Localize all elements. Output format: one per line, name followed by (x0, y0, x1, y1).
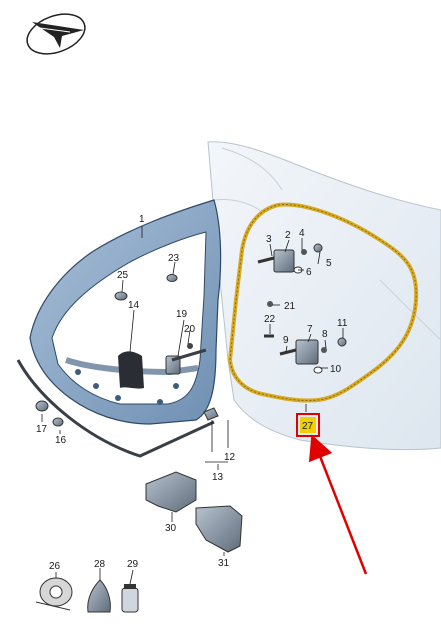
callout-3: 3 (266, 234, 272, 245)
callout-5: 5 (326, 258, 332, 269)
callout-31: 31 (218, 558, 230, 569)
trim-bracket-30 (145, 471, 197, 513)
upper-hinge-2 (257, 243, 323, 274)
adhesive-tape-roll-26 (35, 577, 73, 611)
plane-in-ellipse-logo-icon (26, 13, 86, 55)
callout-17: 17 (36, 424, 48, 435)
callout-28: 28 (94, 559, 106, 570)
leader-lines (41, 226, 344, 585)
plug-17 (35, 400, 49, 412)
callout-7: 7 (307, 324, 313, 335)
rear-door-1 (29, 199, 222, 425)
car-body-panel (207, 141, 441, 451)
callout-labels: 1 2 3 4 5 6 7 8 9 10 11 12 13 14 16 17 1… (36, 214, 348, 572)
callout-9: 9 (283, 335, 289, 346)
grommet-25 (114, 291, 128, 301)
callout-2: 2 (285, 230, 291, 241)
pointer-arrow (308, 434, 368, 575)
lower-hinge-7 (279, 337, 347, 374)
callout-20: 20 (184, 324, 196, 335)
callout-4: 4 (299, 228, 305, 239)
callout-30: 30 (165, 523, 177, 534)
callout-8: 8 (322, 329, 328, 340)
callout-14: 14 (128, 300, 140, 311)
callout-6: 6 (306, 267, 312, 278)
callout-16: 16 (55, 435, 67, 446)
bolt-21 (267, 301, 273, 307)
callout-19: 19 (176, 309, 188, 320)
callout-22: 22 (264, 314, 276, 325)
door-sill-seal-12 (16, 359, 215, 458)
callout-29: 29 (127, 559, 139, 570)
trim-cover-31 (195, 505, 243, 553)
callout-10: 10 (330, 364, 342, 375)
door-check-19 (165, 343, 207, 375)
lubricant-tube-28 (87, 579, 111, 613)
callout-1: 1 (139, 214, 145, 225)
sound-pad-14 (118, 351, 144, 389)
primer-can-29 (121, 584, 139, 613)
grommet-23 (166, 274, 178, 282)
highlight-box-27 (296, 413, 320, 437)
plug-16 (52, 417, 64, 427)
callout-12: 12 (224, 452, 236, 463)
callout-26: 26 (49, 561, 61, 572)
highlight-fill-27 (300, 417, 316, 433)
callout-25: 25 (117, 270, 129, 281)
callout-21: 21 (284, 301, 296, 312)
callout-11: 11 (337, 318, 348, 329)
callout-27: 27 (302, 421, 314, 432)
callout-23: 23 (168, 253, 180, 264)
callout-13: 13 (212, 472, 224, 483)
